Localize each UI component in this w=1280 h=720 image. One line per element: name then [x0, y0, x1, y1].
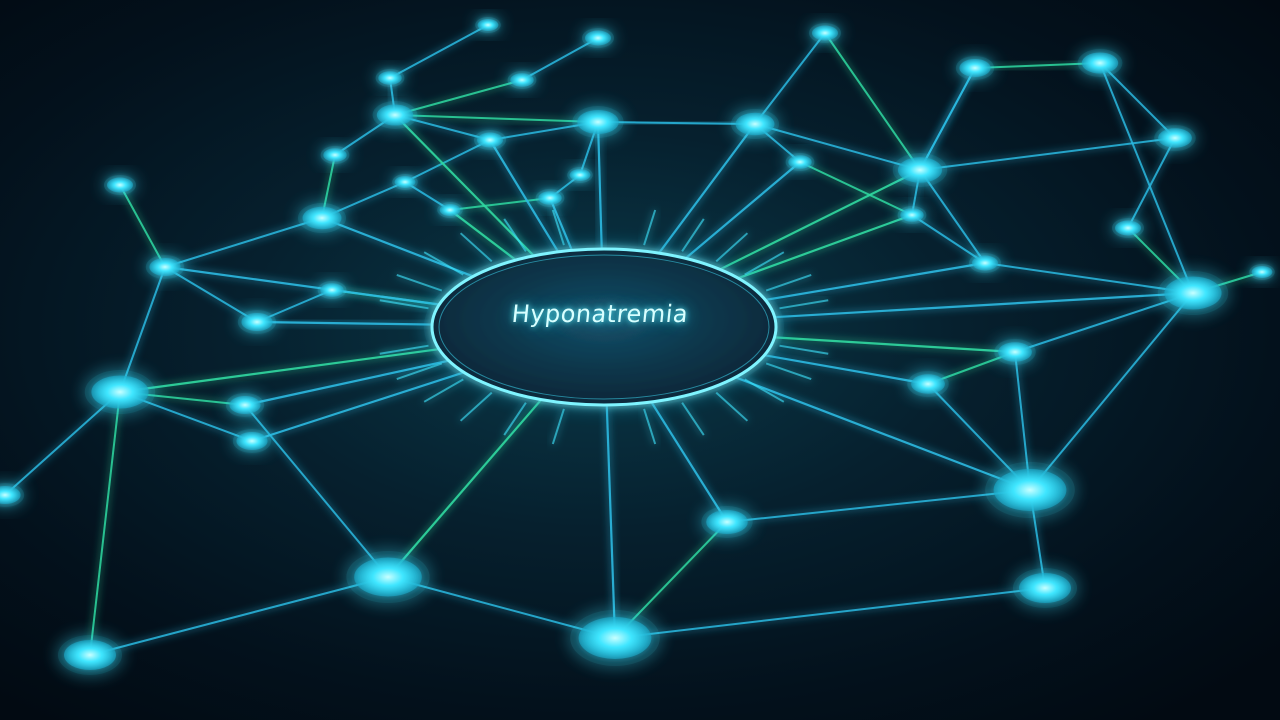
- hub-node: [424, 245, 784, 409]
- network-node: [107, 177, 133, 193]
- network-edge: [394, 114, 599, 123]
- network-node: [1115, 220, 1141, 236]
- hub-ray: [643, 209, 657, 246]
- hub-label: Hyponatremia: [510, 300, 690, 328]
- network-node: [236, 432, 268, 450]
- hub-ray: [459, 232, 493, 263]
- hub-ray: [423, 251, 464, 276]
- network-node: [302, 206, 342, 230]
- network-edge: [1099, 62, 1176, 139]
- network-node: [993, 469, 1067, 511]
- network-node: [229, 396, 261, 414]
- hub-ray: [765, 273, 812, 292]
- network-edge: [919, 67, 976, 171]
- network-edge: [89, 576, 389, 656]
- hub-ray: [423, 378, 464, 403]
- network-node: [706, 510, 748, 534]
- network-node: [510, 73, 534, 87]
- network-node: [998, 342, 1032, 362]
- hub-ray: [681, 402, 705, 436]
- network-node: [149, 258, 181, 276]
- network-edge: [404, 139, 491, 183]
- network-node: [376, 104, 414, 126]
- network-edge: [389, 24, 489, 79]
- network-node: [788, 155, 812, 169]
- network-edge: [164, 266, 258, 323]
- network-node: [64, 640, 116, 670]
- hub-ray: [459, 391, 493, 422]
- network-node: [569, 169, 591, 181]
- network-edge: [164, 217, 323, 268]
- network-edge: [754, 123, 921, 171]
- hub-ray: [744, 378, 785, 403]
- network-nodes: [0, 17, 1275, 675]
- network-edge: [394, 79, 523, 116]
- network-edge: [754, 32, 826, 125]
- network-edge: [824, 32, 921, 171]
- network-node: [897, 157, 943, 183]
- network-node: [911, 374, 945, 394]
- network-edge: [1099, 62, 1194, 294]
- network-edge: [449, 197, 551, 211]
- network-node: [241, 313, 273, 331]
- network-node: [354, 557, 422, 597]
- hub-ray: [503, 218, 527, 252]
- network-node: [323, 148, 347, 162]
- network-node: [1158, 128, 1192, 148]
- network-node: [585, 30, 611, 46]
- network-edge: [911, 214, 986, 264]
- network-node: [578, 617, 652, 659]
- hub-ray: [715, 232, 749, 263]
- network-node: [1251, 266, 1273, 278]
- network-node: [439, 204, 461, 216]
- network-edge: [614, 587, 1046, 639]
- hub-ray: [503, 402, 527, 436]
- hub-ray: [779, 299, 829, 310]
- network-node: [538, 191, 562, 205]
- network-node: [900, 208, 924, 222]
- hub-ray: [379, 344, 429, 355]
- network-node: [0, 486, 21, 504]
- network-edge: [1127, 137, 1176, 229]
- hub-ray: [396, 273, 443, 292]
- hub-ray: [643, 408, 657, 445]
- hub-ray: [379, 299, 429, 310]
- network-node: [477, 19, 499, 31]
- network-edge: [119, 184, 166, 268]
- network-edge: [89, 391, 121, 656]
- network-node: [320, 283, 344, 297]
- hub-ray: [779, 344, 829, 355]
- network-node: [735, 112, 775, 136]
- network-node: [812, 25, 838, 41]
- network-edge: [984, 262, 1194, 294]
- network-node: [394, 176, 416, 188]
- hub-ray: [551, 408, 565, 445]
- network-node: [378, 71, 402, 85]
- network-node: [1081, 52, 1119, 74]
- network-node: [91, 375, 149, 409]
- network-edge: [244, 404, 389, 578]
- network-node: [477, 132, 503, 148]
- network-edge: [726, 489, 1031, 523]
- network-edge: [1029, 292, 1194, 491]
- network-node: [1019, 573, 1071, 603]
- hub-ray: [715, 391, 749, 422]
- network-edge: [597, 121, 756, 125]
- network-node: [959, 59, 991, 77]
- network-node: [1164, 276, 1222, 310]
- hub-ray: [681, 218, 705, 252]
- network-edge: [799, 161, 913, 216]
- hub-ray: [744, 251, 785, 276]
- network-node: [972, 255, 998, 271]
- network-edge: [521, 37, 599, 81]
- hub-ray: [396, 362, 443, 381]
- hub-ray: [765, 362, 812, 381]
- network-node: [577, 110, 619, 134]
- hub-ray: [551, 209, 565, 246]
